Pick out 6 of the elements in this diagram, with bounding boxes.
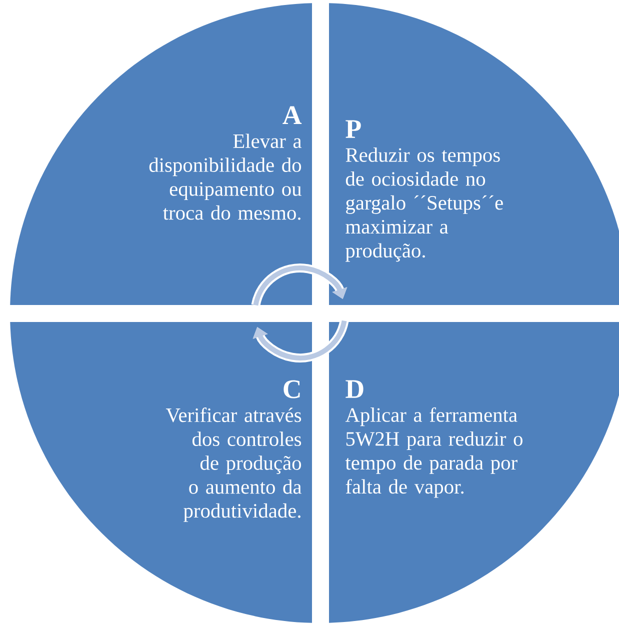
quadrant: A Elevar a disponibilidade do equipamento ou troca do mesmo. (10, 3, 312, 305)
quadrant: P Reduzir os tempos de ociosidade no gargalo ´´Setups´´e maximizar a produção. (329, 3, 619, 305)
quadrant: D Aplicar a ferramenta 5W2H para reduzir o tempo de parada por falta de vapor. (329, 322, 619, 623)
cycle-arrow (253, 266, 348, 306)
cycle-arrow (252, 320, 347, 360)
quadrant: C Verificar através dos controles de produção o aumento da produtividade. (10, 322, 312, 623)
